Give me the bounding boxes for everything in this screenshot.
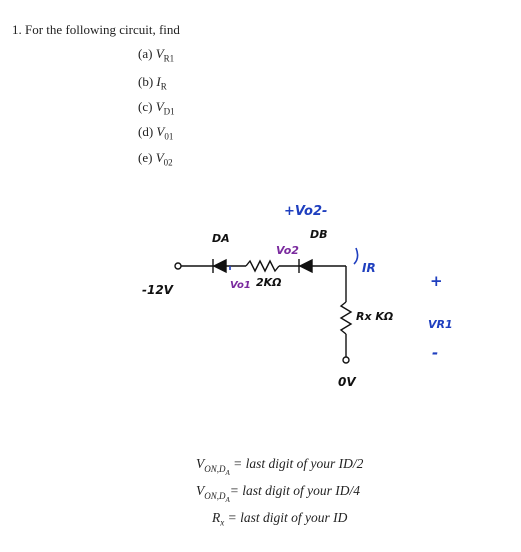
- current-label: IR: [362, 261, 376, 275]
- part-subscript: R1: [163, 53, 175, 64]
- vo2-small-label: Vo2: [276, 244, 299, 257]
- part-d: (d) V01: [138, 124, 173, 142]
- note-text: = last digit of your ID/4: [229, 483, 361, 498]
- part-a: (a) VR1: [138, 46, 174, 64]
- vo1-label: Vo1: [230, 280, 251, 291]
- part-variable: I: [156, 74, 161, 89]
- part-label: (b): [138, 74, 157, 89]
- part-label: (e): [138, 150, 156, 165]
- note-subsubscript: A: [225, 495, 230, 504]
- note-text: = last digit of your ID/2: [229, 456, 364, 471]
- part-subscript: R: [160, 81, 167, 92]
- note-subscript: ON,D: [204, 490, 226, 501]
- vr1-plus: +: [430, 272, 443, 290]
- source-label: -12V: [142, 283, 175, 297]
- part-e: (e) V02: [138, 150, 173, 168]
- note-subscript: x: [220, 517, 225, 528]
- diode-a-symbol: [212, 258, 227, 274]
- part-label: (d): [138, 124, 157, 139]
- vr1-label: VR1: [428, 318, 453, 331]
- note-variable: V: [196, 483, 205, 498]
- question-title: 1. For the following circuit, find: [12, 22, 180, 37]
- current-arrow-icon: [353, 247, 359, 265]
- part-label: (c): [138, 99, 156, 114]
- part-subscript: 01: [164, 131, 174, 142]
- diode-a-label: DA: [212, 232, 230, 245]
- part-label: (a): [138, 46, 156, 61]
- ground-terminal: [342, 356, 350, 364]
- annotation-marks: [229, 247, 359, 270]
- note-variable: R: [212, 510, 221, 525]
- part-variable: V: [155, 99, 164, 114]
- diode-b-label: DB: [310, 228, 328, 241]
- note-von-da-quarter: VON,DA= last digit of your ID/4: [196, 483, 360, 503]
- note-rx: Rx = last digit of your ID: [212, 510, 347, 528]
- vr1-minus: -: [432, 344, 438, 362]
- part-variable: V: [155, 150, 164, 165]
- input-terminal: [174, 262, 182, 270]
- diode-b-symbol: [298, 258, 313, 274]
- circuit-wiring: [174, 258, 353, 364]
- note-subsubscript: A: [225, 468, 230, 477]
- resistor2-label: Rx KΩ: [356, 310, 393, 323]
- note-von-da-half: VON,DA = last digit of your ID/2: [196, 456, 363, 476]
- note-text: = last digit of your ID: [224, 510, 348, 525]
- vo2-label: +Vo2-: [284, 204, 327, 219]
- resistor-2k: [245, 259, 280, 273]
- resistor1-label: 2KΩ: [256, 276, 282, 289]
- part-variable: V: [156, 124, 165, 139]
- note-subscript: ON,D: [204, 463, 226, 474]
- part-b: (b) IR: [138, 74, 167, 92]
- part-subscript: D1: [163, 106, 175, 117]
- part-c: (c) VD1: [138, 99, 175, 117]
- part-variable: V: [155, 46, 164, 61]
- ground-label: 0V: [338, 375, 357, 389]
- note-variable: V: [196, 456, 205, 471]
- part-subscript: 02: [163, 157, 173, 168]
- resistor-rx: [339, 301, 353, 335]
